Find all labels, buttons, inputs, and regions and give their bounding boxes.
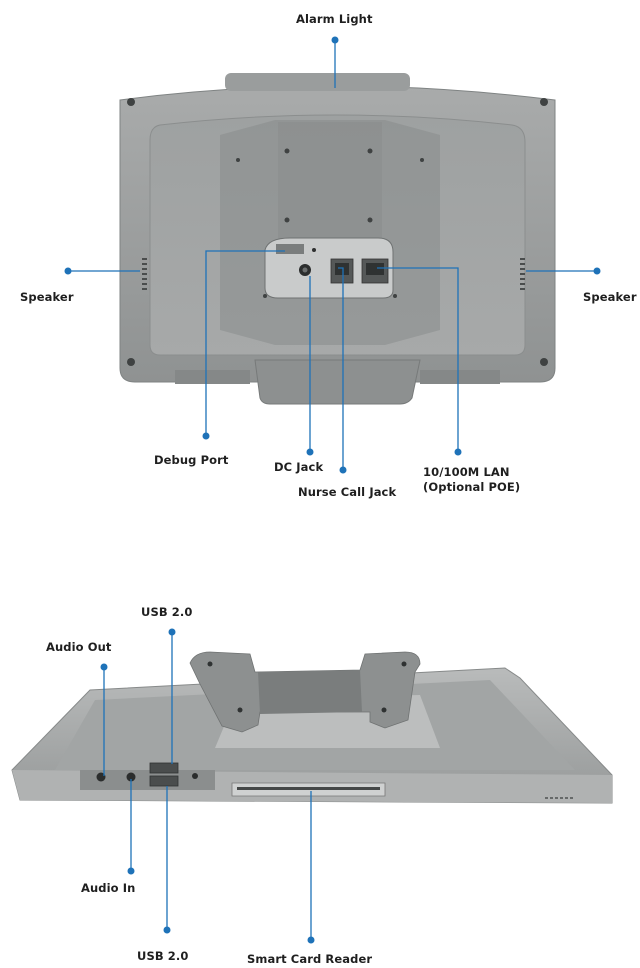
label-lan-line1: 10/100M LAN xyxy=(423,465,510,479)
callout-dot-dc-jack xyxy=(306,448,314,456)
callout-dot-speaker-right xyxy=(593,267,601,275)
bottom-view-device xyxy=(11,651,613,804)
label-usb-bottom: USB 2.0 xyxy=(137,949,189,963)
callout-dot-alarm-light xyxy=(331,36,339,44)
callout-dot-speaker-left xyxy=(64,267,72,275)
callout-dot-audio-out xyxy=(100,663,108,671)
callout-dot-lan xyxy=(454,448,462,456)
callout-line-lan xyxy=(377,267,459,452)
callout-dot-usb-bottom xyxy=(163,926,171,934)
label-debug-port: Debug Port xyxy=(154,453,229,467)
callout-dot-audio-in xyxy=(127,867,135,875)
label-audio-in: Audio In xyxy=(81,881,136,895)
label-dc-jack: DC Jack xyxy=(274,460,324,474)
callout-dot-debug-port xyxy=(202,432,210,440)
label-lan-line2: (Optional POE) xyxy=(423,480,521,494)
label-speaker-left: Speaker xyxy=(20,290,74,304)
label-usb-top: USB 2.0 xyxy=(141,605,193,619)
label-nurse-call-jack: Nurse Call Jack xyxy=(298,485,397,499)
rear-view-device xyxy=(119,73,556,405)
callout-line-debug-port xyxy=(205,250,285,436)
label-audio-out: Audio Out xyxy=(46,640,112,654)
label-lan: 10/100M LAN (Optional POE) xyxy=(423,465,520,495)
callout-dot-card-reader xyxy=(307,936,315,944)
callout-dot-usb-top xyxy=(168,628,176,636)
label-alarm-light: Alarm Light xyxy=(296,12,373,26)
label-speaker-right: Speaker xyxy=(583,290,637,304)
label-smart-card-reader: Smart Card Reader xyxy=(247,952,373,966)
callout-dot-nurse-call xyxy=(339,466,347,474)
callout-line-nurse-call xyxy=(338,267,344,470)
